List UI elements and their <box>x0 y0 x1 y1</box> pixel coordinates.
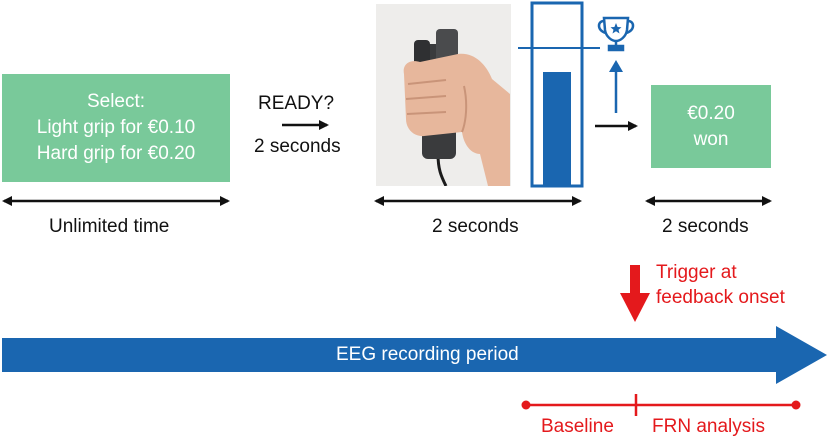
force-bar-gauge <box>518 1 600 188</box>
analysis-end-dot <box>791 400 801 410</box>
trophy-icon <box>597 16 635 52</box>
hand-grip-photo <box>376 4 511 186</box>
select-duration-label: Unlimited time <box>49 216 170 237</box>
eeg-bar <box>2 326 827 384</box>
baseline-label: Baseline <box>541 416 614 437</box>
eeg-label: EEG recording period <box>336 344 519 365</box>
select-box: Select: Light grip for €0.10 Hard grip f… <box>2 74 230 182</box>
feedback-line-1: €0.20 <box>687 102 735 124</box>
trigger-arrow-shaft <box>630 265 640 295</box>
select-line-3: Hard grip for €0.20 <box>36 143 196 164</box>
ready-duration: 2 seconds <box>254 136 341 157</box>
frn-analysis-label: FRN analysis <box>652 416 765 437</box>
trigger-arrow-head <box>620 293 650 322</box>
grip-duration-label: 2 seconds <box>432 216 519 237</box>
select-line-2: Light grip for €0.10 <box>36 117 196 138</box>
trigger-label-2: feedback onset <box>656 287 785 308</box>
hand-grip-illustration <box>376 4 511 186</box>
analysis-start-dot <box>521 400 531 410</box>
ready-label: READY? <box>258 93 335 114</box>
select-line-1: Select: <box>86 91 146 112</box>
feedback-box: €0.20 won <box>651 85 771 168</box>
trigger-label-1: Trigger at <box>656 262 737 283</box>
feedback-line-2: won <box>693 128 729 150</box>
feedback-duration-label: 2 seconds <box>662 216 749 237</box>
